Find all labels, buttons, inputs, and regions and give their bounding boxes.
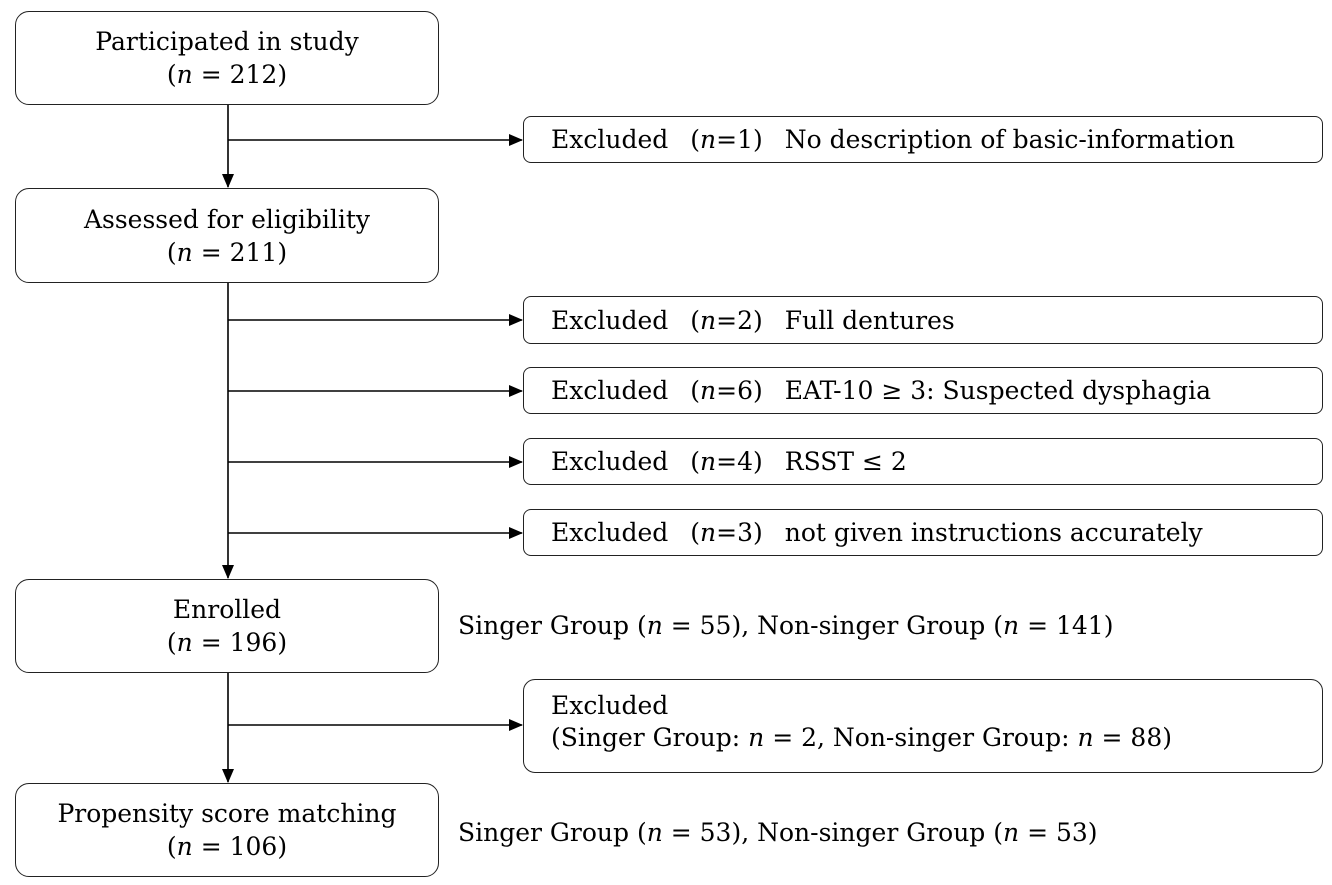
psm-count: (n = 106) bbox=[166, 832, 288, 861]
participated-count: (n = 212) bbox=[166, 60, 288, 89]
psm-box: Propensity score matching (n = 106) bbox=[15, 783, 439, 877]
final-exclusion-detail: (Singer Group: n = 2, Non-singer Group: … bbox=[551, 723, 1172, 752]
exclusion-label: Excluded bbox=[551, 125, 669, 154]
psm-title: Propensity score matching bbox=[57, 799, 397, 828]
enrolled-title: Enrolled bbox=[172, 595, 282, 624]
exclusion-reason: EAT-10 ≥ 3: Suspected dysphagia bbox=[784, 376, 1212, 405]
participated-title: Participated in study bbox=[95, 27, 359, 56]
enrolled-count: (n = 196) bbox=[166, 628, 288, 657]
final-exclusion-box: Excluded (Singer Group: n = 2, Non-singe… bbox=[523, 679, 1323, 773]
exclusion-box-4: Excluded(n = 4)RSST ≤ 2 bbox=[523, 438, 1323, 485]
exclusion-reason: not given instructions accurately bbox=[784, 518, 1203, 547]
enrolled-box: Enrolled (n = 196) bbox=[15, 579, 439, 673]
exclusion-box-2: Excluded(n = 2)Full dentures bbox=[523, 296, 1323, 344]
final-exclusion-label: Excluded bbox=[551, 691, 669, 720]
assessed-count: (n = 211) bbox=[166, 237, 288, 267]
exclusion-reason: RSST ≤ 2 bbox=[784, 447, 907, 476]
matched-groups-text: Singer Group (n = 53), Non-singer Group … bbox=[458, 818, 1098, 847]
exclusion-box-3: Excluded(n = 6)EAT-10 ≥ 3: Suspected dys… bbox=[523, 367, 1323, 414]
exclusion-label: Excluded bbox=[551, 447, 669, 476]
assessed-box: Assessed for eligibility (n = 211) bbox=[15, 188, 439, 283]
exclusion-box-5: Excluded(n = 3)not given instructions ac… bbox=[523, 509, 1323, 556]
exclusion-box-1: Excluded(n = 1)No description of basic-i… bbox=[523, 116, 1323, 163]
exclusion-reason: Full dentures bbox=[784, 305, 955, 335]
exclusion-label: Excluded bbox=[551, 305, 669, 335]
participated-box: Participated in study (n = 212) bbox=[15, 11, 439, 105]
assessed-title: Assessed for eligibility bbox=[83, 204, 371, 234]
exclusion-reason: No description of basic-information bbox=[784, 125, 1235, 154]
exclusion-label: Excluded bbox=[551, 376, 669, 405]
exclusion-label: Excluded bbox=[551, 518, 669, 547]
enrolled-groups-text: Singer Group (n = 55), Non-singer Group … bbox=[458, 611, 1114, 640]
